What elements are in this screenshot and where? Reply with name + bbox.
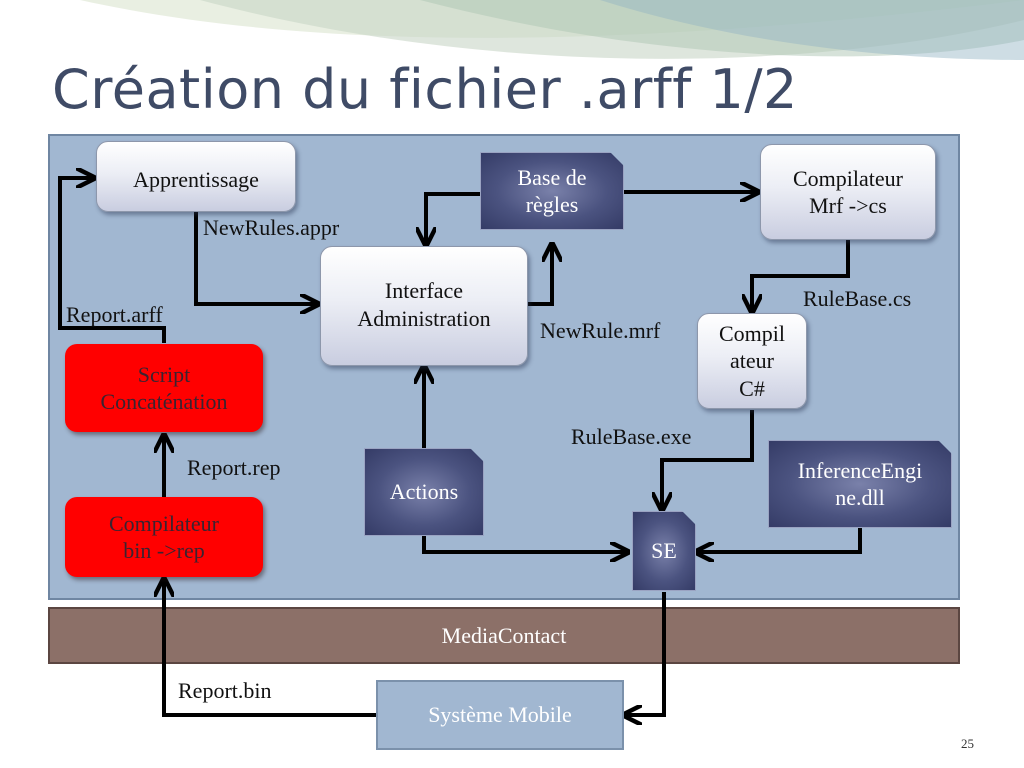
- compilateur-mrf-node: Compilateur Mrf ->cs: [760, 144, 936, 240]
- actions-node: Actions: [364, 448, 484, 536]
- compilateur-bin-node: Compilateur bin ->rep: [65, 497, 263, 577]
- actions-label: Actions: [389, 479, 459, 505]
- label-report-rep: Report.rep: [187, 455, 281, 480]
- base-de-regles-label: Base de règles: [517, 164, 587, 217]
- compilateur-cs-node: Compil ateur C#: [697, 313, 807, 409]
- script-concatenation-label: Script Concaténation: [100, 361, 228, 415]
- systeme-mobile-label: Système Mobile: [428, 702, 572, 728]
- apprentissage-node: Apprentissage: [96, 141, 296, 212]
- inference-engine-label: InferenceEngi ne.dll: [797, 457, 923, 510]
- script-concatenation-node: Script Concaténation: [65, 344, 263, 432]
- se-label: SE: [651, 538, 677, 564]
- compilateur-cs-label: Compil ateur C#: [718, 320, 785, 401]
- page-number: 25: [961, 736, 974, 751]
- arrow-base-to-interface: [426, 192, 480, 243]
- arrow-compcs-to-se: [662, 410, 754, 508]
- arrow-interface-to-base: [528, 246, 552, 306]
- label-report-arff: Report.arff: [66, 302, 163, 327]
- label-rulebase-cs: RuleBase.cs: [803, 286, 912, 311]
- interface-administration-node: Interface Administration: [320, 246, 528, 366]
- slide-title: Création du fichier .arff 1/2: [52, 58, 798, 121]
- arrow-apprentissage-to-interface: [194, 212, 316, 304]
- compilateur-bin-label: Compilateur bin ->rep: [109, 510, 219, 564]
- label-report-bin: Report.bin: [178, 678, 272, 703]
- se-node: SE: [632, 511, 696, 591]
- arrow-se-to-mobile: [626, 592, 666, 715]
- media-contact-bar: MediaContact: [48, 607, 960, 664]
- compilateur-mrf-label: Compilateur Mrf ->cs: [793, 165, 903, 219]
- arrow-inference-to-se: [698, 528, 862, 552]
- label-newrules-appr: NewRules.appr: [203, 215, 340, 240]
- header-decoration: [80, 0, 1024, 60]
- arrow-actions-to-se: [422, 536, 626, 552]
- interface-administration-label: Interface Administration: [357, 278, 491, 331]
- arrow-compmrf-to-compcs: [752, 240, 850, 310]
- base-de-regles-node: Base de règles: [480, 152, 624, 230]
- inference-engine-node: InferenceEngi ne.dll: [768, 440, 952, 528]
- label-newrule-mrf: NewRule.mrf: [540, 318, 661, 343]
- arrow-mobile-to-compbin: [164, 581, 376, 717]
- systeme-mobile-node: Système Mobile: [376, 680, 624, 750]
- label-rulebase-exe: RuleBase.exe: [571, 424, 692, 449]
- arrow-script-to-apprentissage: [58, 178, 166, 343]
- apprentissage-label: Apprentissage: [133, 167, 259, 192]
